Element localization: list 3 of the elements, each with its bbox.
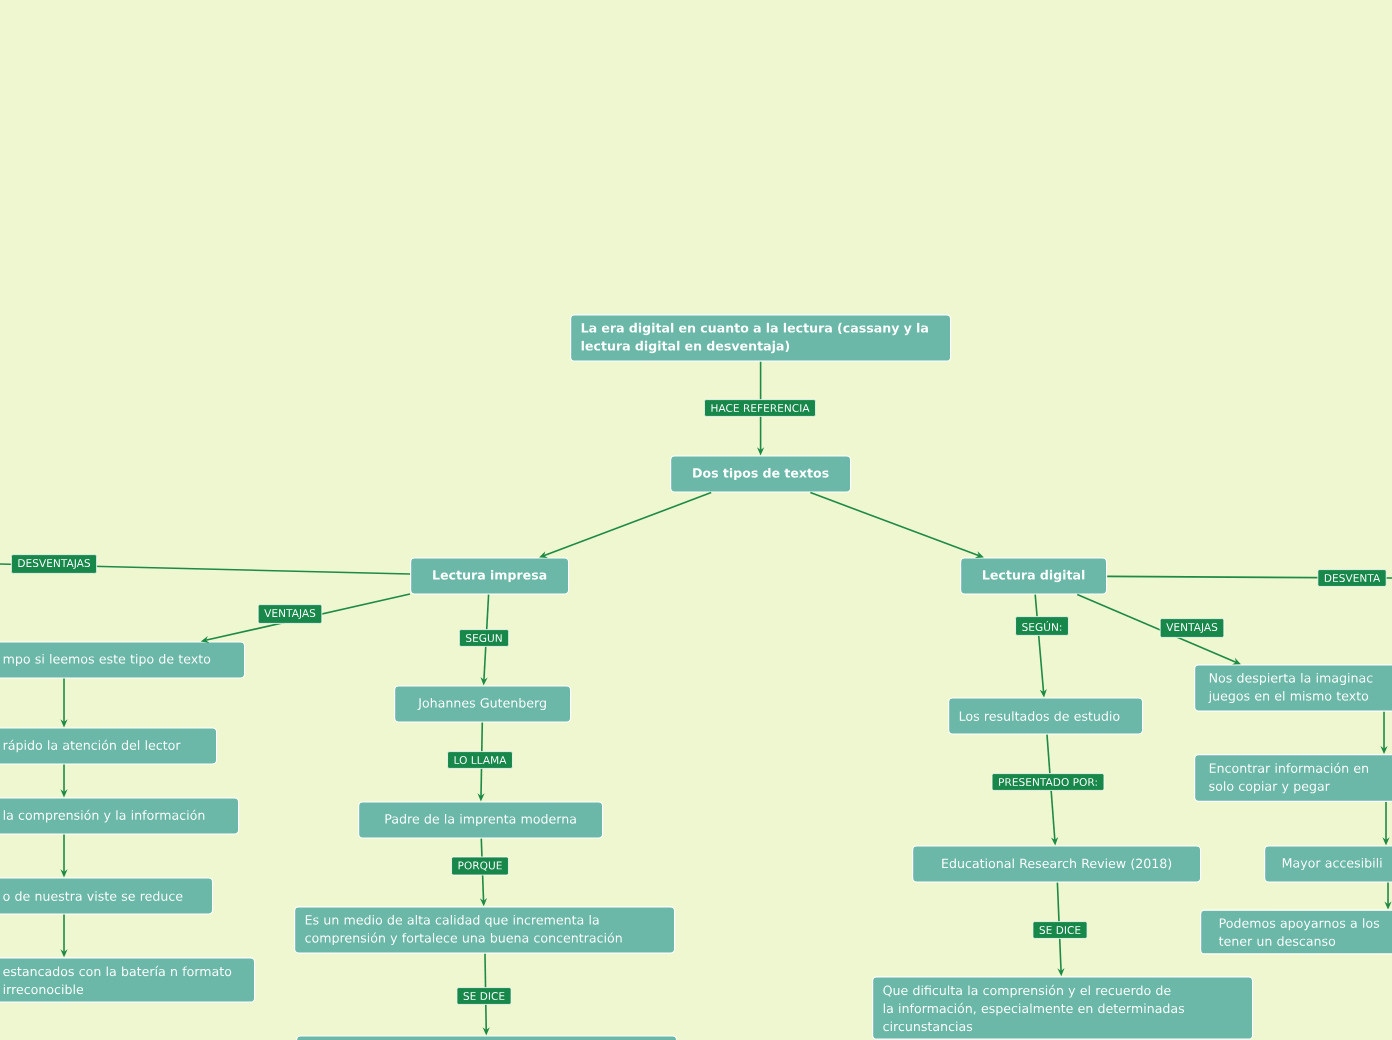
arrow (539, 491, 712, 558)
arrow (1076, 593, 1241, 665)
topic-box (296, 1035, 678, 1040)
